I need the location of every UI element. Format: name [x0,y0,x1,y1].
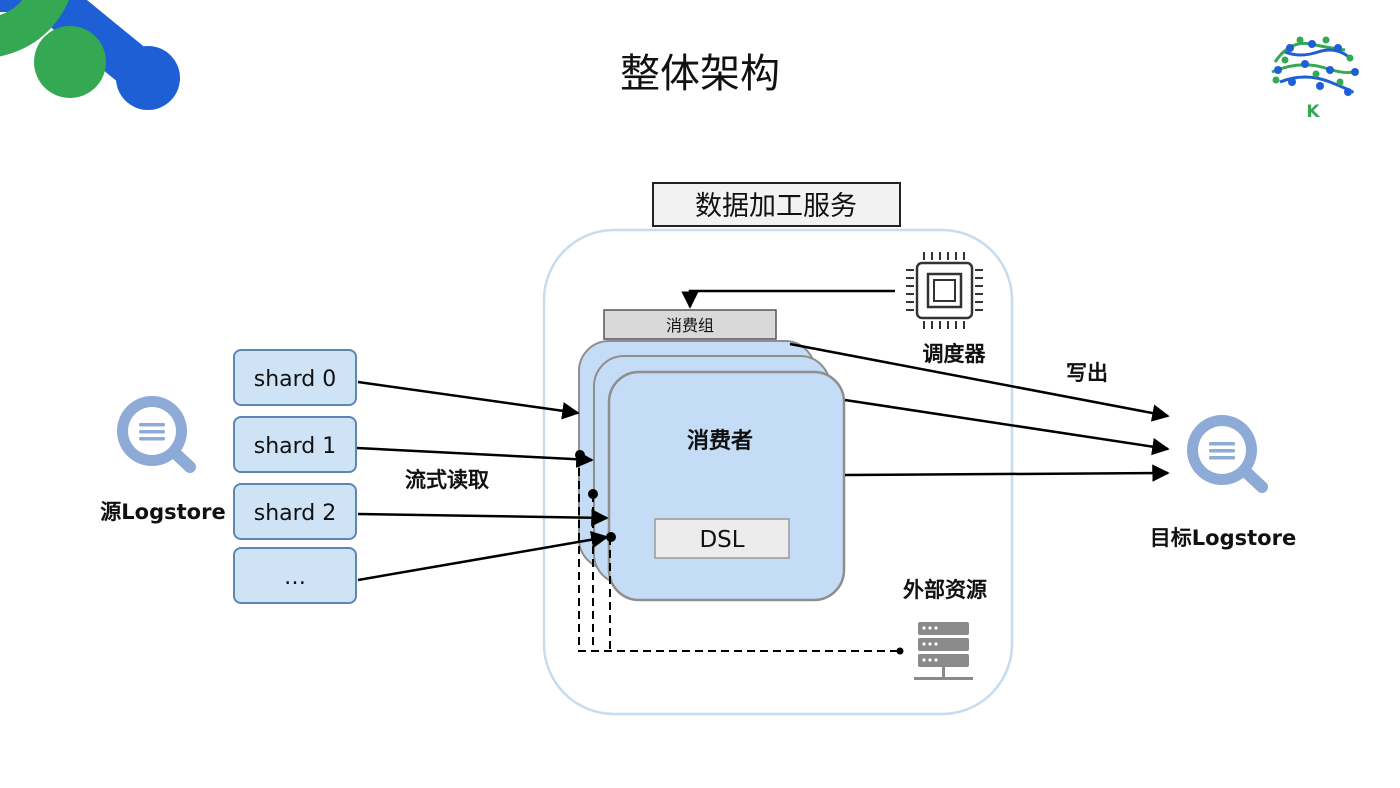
shard-label: shard 0 [254,367,337,392]
target-logstore-label: 目标Logstore [1150,526,1296,550]
corner-logo-green-dot [34,26,106,98]
output-arrow-2 [844,398,1170,456]
brain-logo: K [1271,36,1359,122]
external-resource-label: 外部资源 [903,578,987,602]
output-arrow-1 [789,342,1170,422]
source-logstore-icon [117,396,196,473]
server-icon [914,622,973,680]
output-arrow-3 [844,464,1170,482]
consumer-group-box [603,309,777,340]
target-logstore-icon [1187,415,1268,493]
stream-read-label: 流式读取 [405,468,489,492]
shard-label: shard 1 [254,434,337,459]
source-logstore-label: 源Logstore [100,500,225,524]
scheduler-label: 调度器 [923,342,987,366]
shard-3-arrow [357,531,609,582]
corner-logo-blue-stroke [0,0,172,102]
page-title: 整体架构 [620,51,780,97]
service-label-box [652,182,901,227]
corner-logo [0,0,180,110]
cpu-icon [906,252,983,329]
corner-logo-blue-dot [116,46,180,110]
write-out-label: 写出 [1066,361,1108,385]
shard-box [233,416,357,473]
shard-list: shard 0 shard 1 shard 2 … [233,349,357,604]
brain-logo-letter: K [1306,102,1320,122]
external-resource-links [575,450,904,655]
dsl-box [654,518,790,559]
dsl-label: DSL [699,527,744,553]
shard-label: shard 2 [254,501,337,526]
shard-1-arrow [356,446,594,468]
shard-box [233,547,357,604]
consumer-label: 消费者 [687,429,753,454]
shard-box [233,349,357,406]
consumer-card-front [607,370,846,602]
shard-2-arrow [357,508,609,527]
corner-logo-green-stroke [0,0,69,57]
consumer-group-label: 消费组 [666,316,714,335]
shard-0-arrow [357,380,580,420]
service-label: 数据加工服务 [695,191,857,222]
shard-box [233,483,357,540]
shard-label: … [284,565,306,590]
scheduler-arrow [681,289,895,309]
